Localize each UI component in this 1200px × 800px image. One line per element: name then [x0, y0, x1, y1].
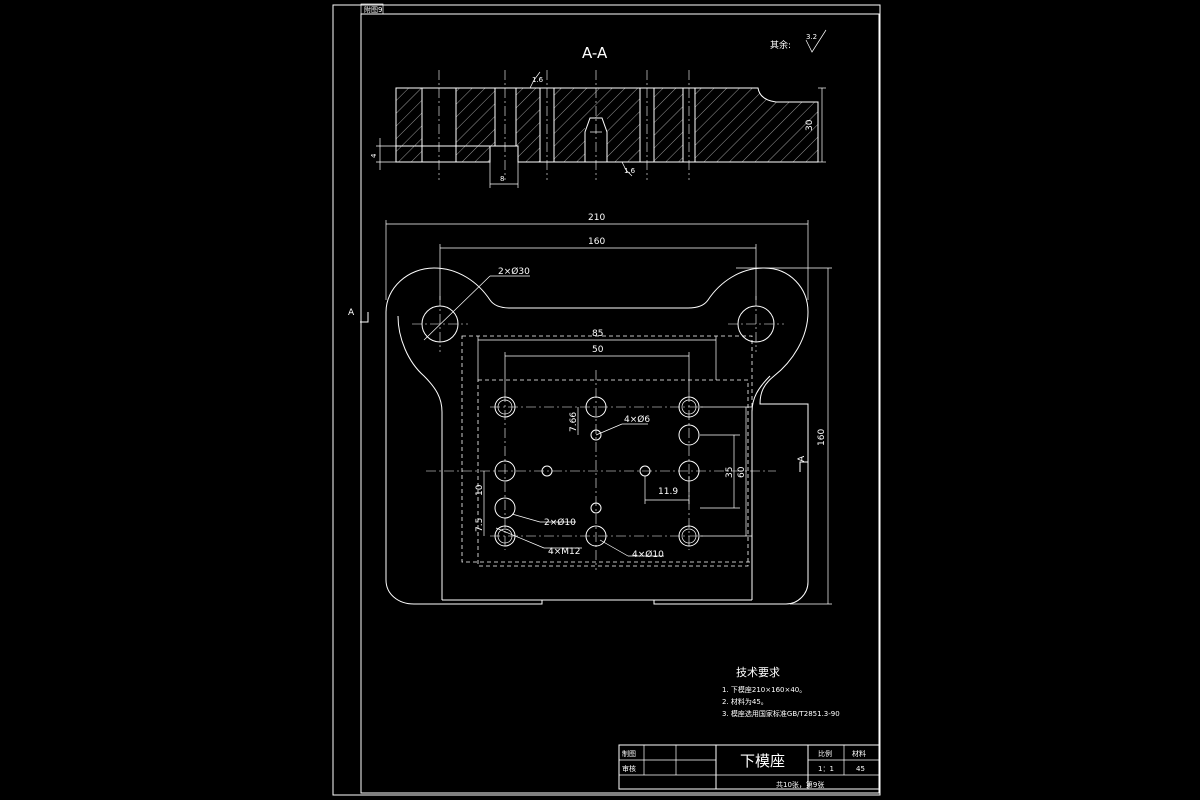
sheet-inner-border	[360, 13, 880, 794]
tb-scale-label: 比例	[818, 749, 832, 758]
tb-material-value: 45	[856, 765, 865, 773]
svg-text:4×M12: 4×M12	[548, 547, 580, 557]
corner-tag: 附图9	[364, 5, 382, 14]
svg-text:A: A	[797, 455, 807, 462]
tech-item-2: 2. 材料为45。	[722, 697, 768, 706]
tech-item-1: 1. 下模座210×160×40。	[722, 685, 806, 694]
svg-text:11.9: 11.9	[658, 487, 678, 497]
title-block	[618, 744, 880, 790]
leader-pillar-holes: 2×Ø30	[423, 266, 530, 341]
sheet-outer-border	[332, 4, 881, 796]
tech-title: 技术要求	[736, 666, 780, 679]
plan-view	[385, 267, 809, 605]
section-view	[395, 70, 819, 180]
dim-offset-7-5: 7.5	[475, 508, 485, 536]
svg-text:1.6: 1.6	[624, 167, 636, 175]
leader-threads: 4×M12	[495, 527, 582, 557]
tb-sheet-info: 共10张，第9张	[776, 780, 824, 789]
svg-text:210: 210	[588, 213, 605, 223]
tb-scale-value: 1：1	[818, 765, 834, 773]
roughness-mark-top: 1.6	[529, 71, 544, 89]
svg-text:4×Ø6: 4×Ø6	[624, 414, 650, 425]
svg-text:4×Ø10: 4×Ø10	[632, 549, 664, 560]
svg-text:2×Ø30: 2×Ø30	[498, 266, 530, 277]
svg-text:2×Ø10: 2×Ø10	[544, 517, 576, 528]
svg-text:160: 160	[588, 237, 605, 247]
svg-text:1.6: 1.6	[532, 76, 544, 84]
corner-tag-box	[360, 3, 384, 15]
section-mark-right: A	[797, 455, 808, 472]
svg-text:30: 30	[805, 119, 815, 131]
leader-small-holes: 4×Ø6	[595, 414, 650, 436]
dim-overall-width: 210	[385, 213, 809, 300]
tb-part-name: 下模座	[740, 752, 785, 770]
svg-text:10: 10	[475, 484, 485, 496]
svg-text:8: 8	[500, 175, 504, 183]
svg-text:7.5: 7.5	[475, 518, 485, 532]
dim-offset-11-9: 11.9	[644, 476, 690, 504]
svg-text:A: A	[348, 308, 355, 318]
dim-step-depth: 4	[370, 138, 396, 170]
dim-depth: 160	[736, 267, 832, 605]
svg-text:60: 60	[737, 466, 747, 478]
svg-text:35: 35	[725, 467, 735, 478]
svg-text:3.2: 3.2	[806, 33, 817, 41]
dim-hole-span-y-inner: 35	[700, 434, 740, 509]
roughness-mark-bottom: 1.6	[621, 161, 636, 177]
dim-offset-10: 10	[475, 471, 485, 508]
dim-pillar-span: 160	[439, 237, 757, 300]
svg-text:50: 50	[592, 345, 604, 355]
tb-material-label: 材料	[852, 749, 866, 758]
svg-text:4: 4	[370, 153, 378, 158]
section-title: A-A	[582, 44, 608, 62]
dim-offset-7-66: 7.66	[569, 407, 579, 435]
leader-holes-10b: 4×Ø10	[599, 539, 664, 560]
svg-text:85: 85	[592, 329, 603, 339]
dim-window-width: 85	[477, 329, 717, 380]
tb-row2-label: 审核	[622, 764, 636, 773]
dim-hole-span-x: 50	[504, 345, 690, 392]
leader-holes-10a: 2×Ø10	[511, 513, 576, 528]
tech-item-3: 3. 模座选用国家标准GB/T2851.3-90	[722, 709, 840, 718]
other-roughness-label: 其余:	[770, 39, 791, 51]
svg-text:160: 160	[817, 429, 827, 446]
svg-text:7.66: 7.66	[569, 412, 579, 432]
dim-section-height: 30	[805, 87, 826, 163]
roughness-symbol: 3.2	[805, 29, 827, 53]
section-mark-left: A	[348, 308, 369, 323]
dim-hole-span-y-outer: 60	[700, 406, 752, 537]
tb-row1-label: 制图	[622, 749, 636, 758]
dim-slot-width: 8	[489, 162, 519, 188]
